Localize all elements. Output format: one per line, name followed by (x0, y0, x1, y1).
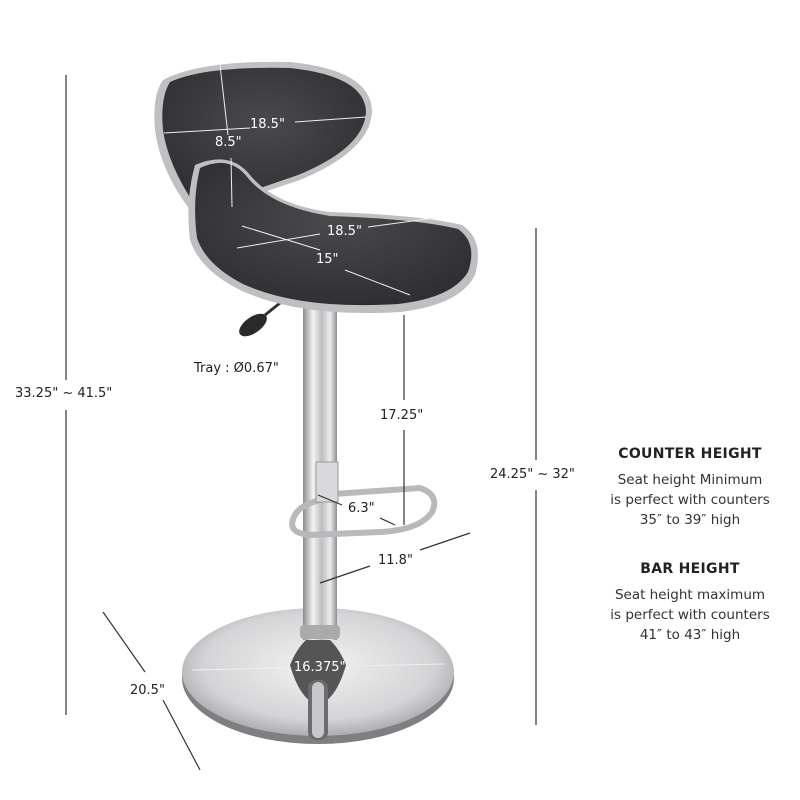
dimension-lines (65, 75, 537, 771)
bar-line-1: Seat height maximum (614, 587, 766, 603)
footrest-depth-label: 6.3" (348, 501, 375, 516)
bar-height-title: BAR HEIGHT (640, 561, 740, 577)
footrest-width-label: 11.8" (378, 553, 413, 568)
footrest (289, 461, 438, 539)
bar-line-3: 41″ to 43″ high (639, 627, 741, 643)
tray-label: Tray : Ø0.67" (194, 361, 279, 376)
counter-height-title: COUNTER HEIGHT (618, 446, 762, 462)
counter-line-2: is perfect with counters (610, 492, 770, 508)
counter-line-1: Seat height Minimum (617, 472, 763, 488)
seat-to-footrest-label: 17.25" (380, 408, 424, 423)
seat-height-label: 24.25" ~ 32" (490, 467, 575, 482)
counter-height-desc: Seat height Minimum is perfect with coun… (590, 470, 790, 530)
bar-line-2: is perfect with counters (610, 607, 770, 623)
base-depth-label: 20.5" (130, 683, 165, 698)
seat-measure-lines (163, 64, 445, 671)
backrest-height-label: 8.5" (215, 135, 242, 150)
seat-depth-label: 15" (316, 252, 339, 267)
counter-height-info: COUNTER HEIGHT Seat height Minimum is pe… (590, 446, 790, 530)
backrest-width-label: 18.5" (250, 117, 285, 132)
seat-width-label: 18.5" (327, 224, 362, 239)
seat (188, 159, 479, 314)
bar-height-desc: Seat height maximum is perfect with coun… (590, 585, 790, 645)
base (182, 608, 454, 744)
bar-height-info: BAR HEIGHT Seat height maximum is perfec… (590, 561, 790, 645)
overall-height-label: 33.25" ~ 41.5" (15, 386, 113, 401)
base-diameter-label: 16.375" (294, 660, 346, 675)
counter-line-3: 35″ to 39″ high (639, 512, 741, 528)
